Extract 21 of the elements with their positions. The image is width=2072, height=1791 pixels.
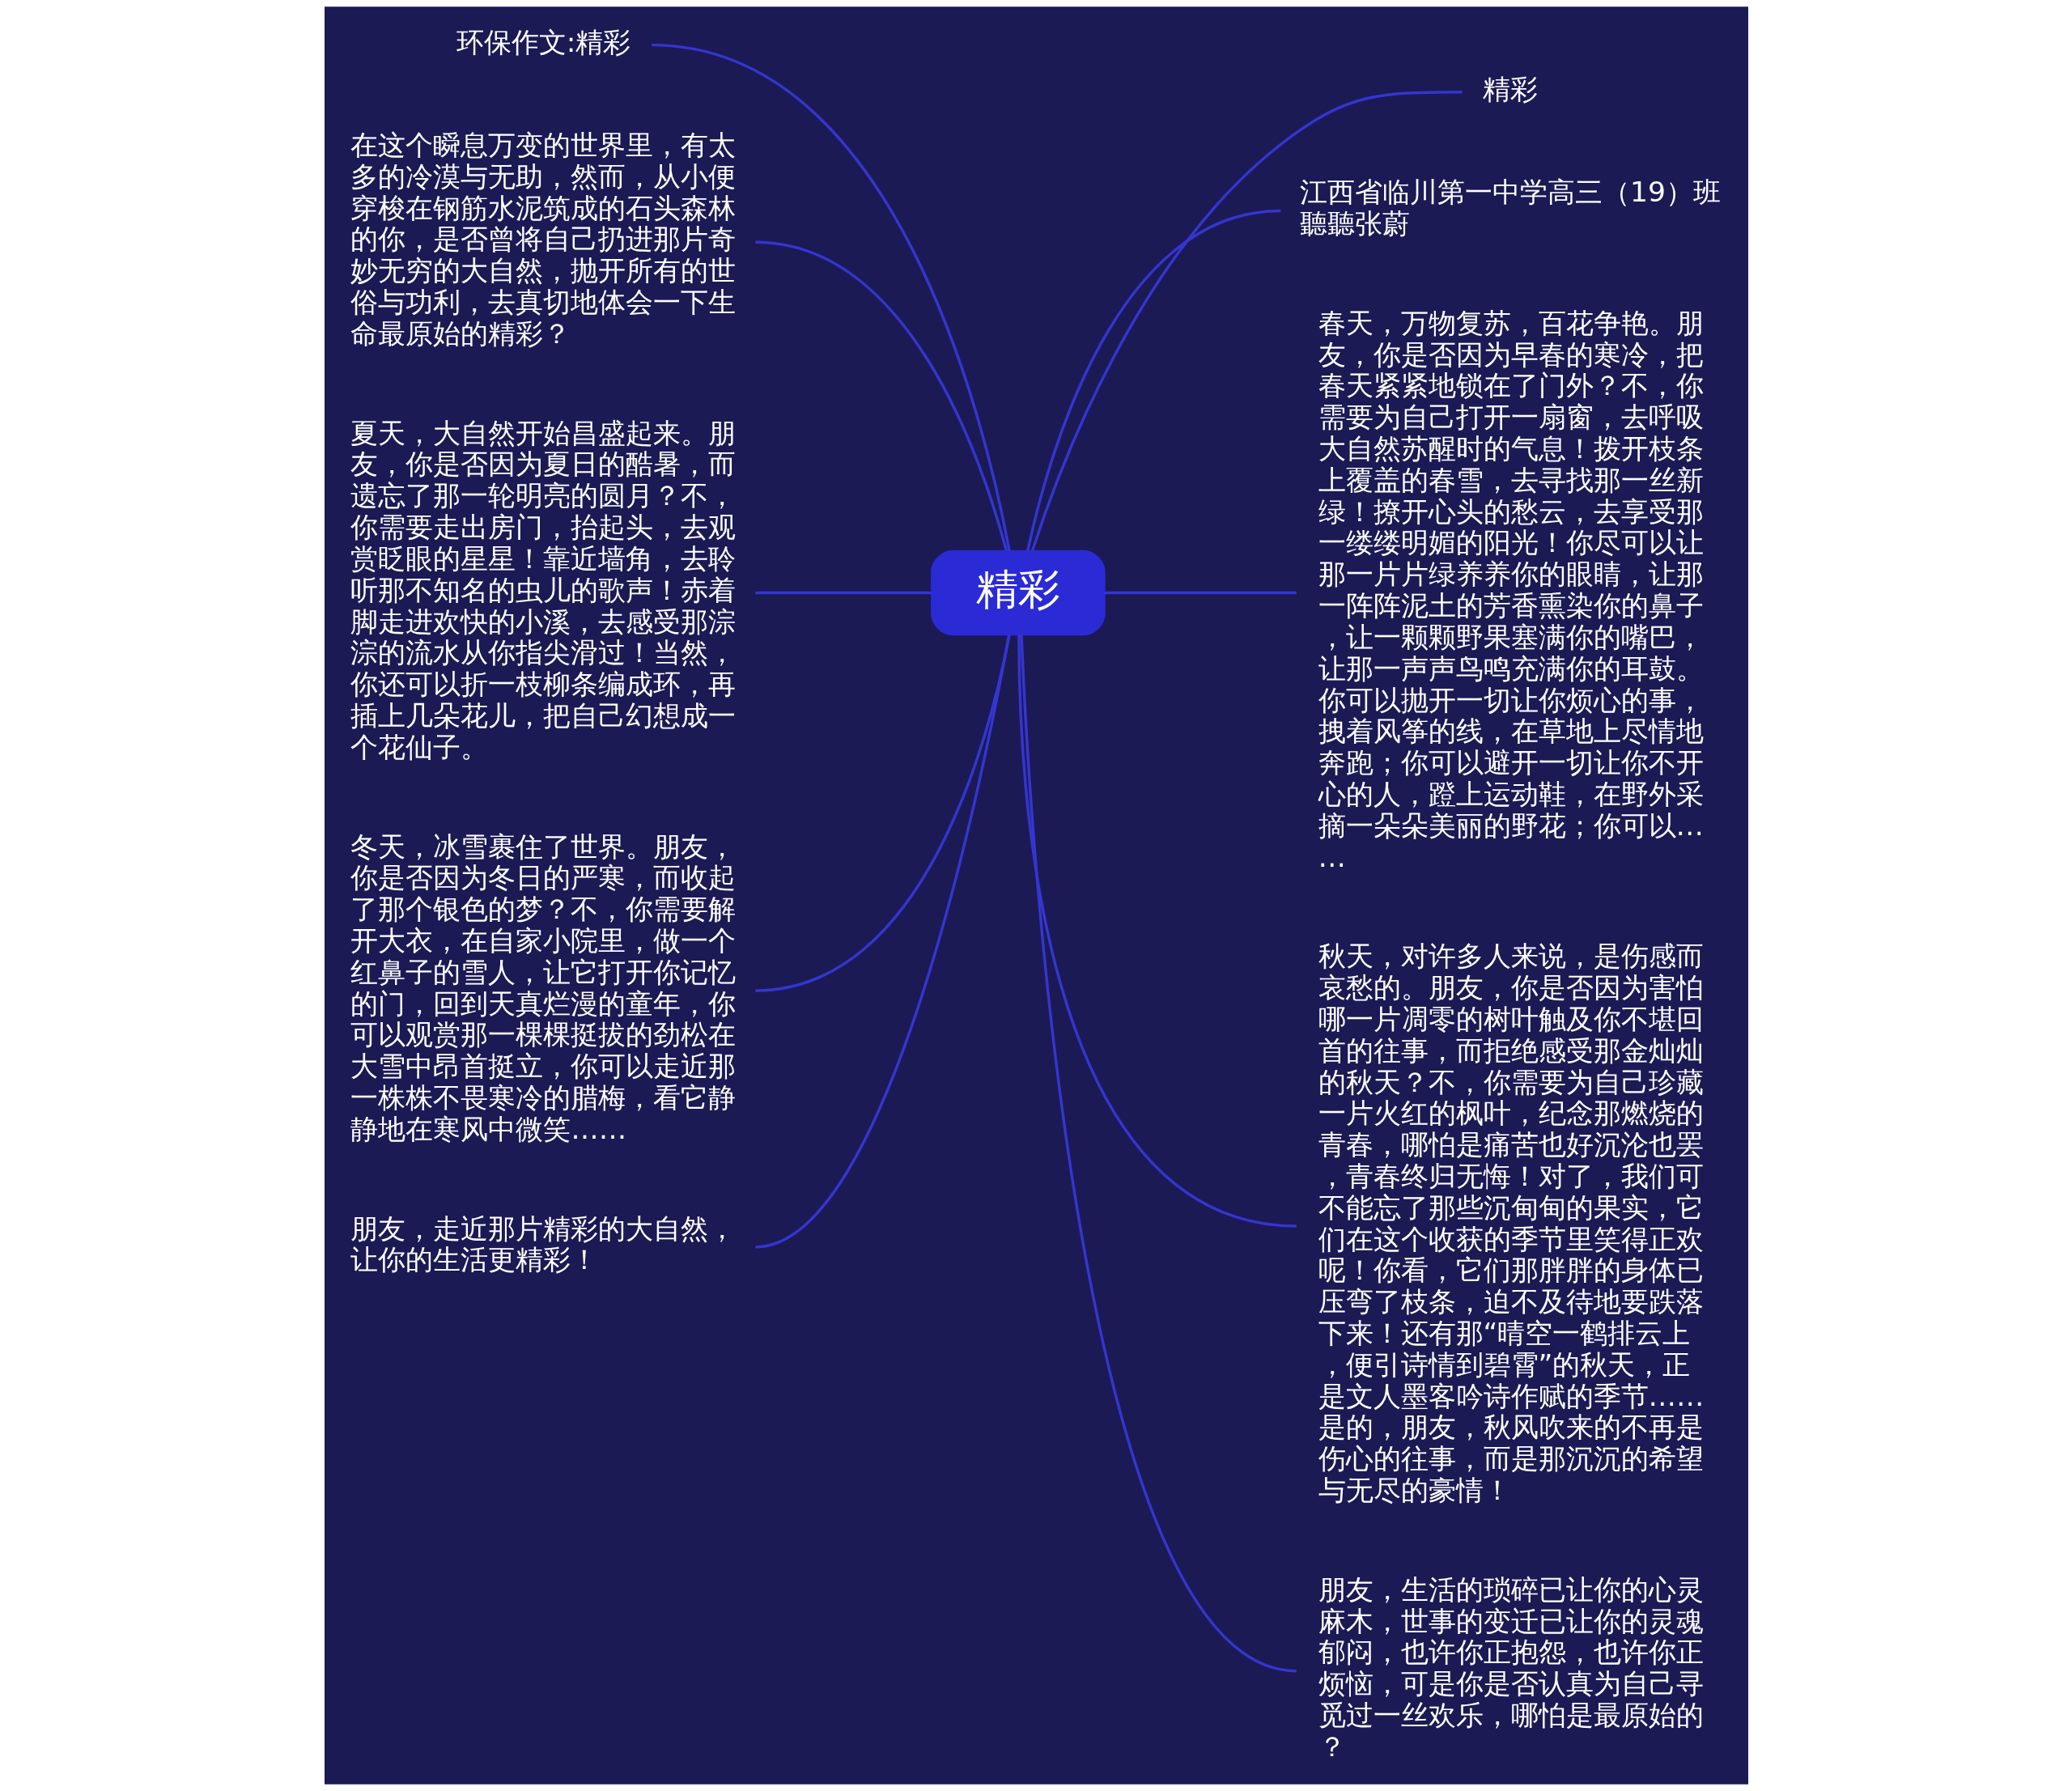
node-text: 环保作文:精彩	[456, 25, 631, 58]
connector	[651, 43, 1011, 551]
connector	[754, 591, 931, 595]
connector	[754, 634, 1010, 1249]
node-text: 秋天，对许多人来说，是伤感而哀愁的。朋友，你是否因为害怕哪一片凋零的树叶触及你不堪回首的往事，而拒绝感受那金灿灿的秋天？不，你需要为自己珍藏一片火红的枫叶，纪念那燃烧的青春，哪怕是痛苦也好沉沦也罢，青春终归无悔！对了，我们可不能忘了那些沉甸甸的果实，它们在这个收获的季节里笑得正欢呢！你看，它们那胖胖的身体已压弯了枝条，迫不及待地要跌落下来！还有那“晴空一鹤排云上，便引诗情到碧霄”的秋天，正是文人墨客吟诗作赋的季节……是的，朋友，秋风吹来的不再是伤心的往事，而是那沉沉的希望与无尽的豪情！	[1318, 940, 1705, 1506]
connector	[1025, 209, 1280, 551]
node-text: 春天，万物复苏，百花争艳。朋友，你是否因为早春的寒冷，把春天紧紧地锁在了门外？不，你需要为自己打开一扇窗，去呼吸大自然苏醒时的气息！拨开枝条上覆盖的春雪，去寻找那一丝新绿！撩开心头的愁云，去享受那一缕缕明媚的阳光！你尽可以让那一片片绿养养你的眼睛，让那一阵阵泥土的芳香熏染你的鼻子，让一颗颗野果塞满你的嘴巴，让那一声声鸟鸣充满你的耳鼓。你可以抛开一切让你烦心的事，拽着风筝的线，在草地上尽情地奔跑；你可以避开一切让你不开心的人，蹬上运动鞋，在野外采摘一朵朵美丽的野花；你可以……	[1318, 306, 1704, 873]
node-text: 冬天，冰雪裹住了世界。朋友，你是否因为冬日的严寒，而收起了那个银色的梦？不，你需要解开大衣，在自家小院里，做一个红鼻子的雪人，让它打开你记忆的门，回到天真烂漫的童年，你可以观赏那一棵棵挺拔的劲松在大雪中昂首挺立，你可以走近那一株株不畏寒冷的腊梅，看它静静地在寒风中微笑……	[350, 830, 736, 1145]
node-text: 江西省临川第一中学高三（19）班聽聽张蔚	[1299, 176, 1721, 240]
connector	[1104, 591, 1297, 595]
connector	[754, 634, 1011, 992]
connector	[1030, 91, 1462, 551]
node-text: 夏天，大自然开始昌盛起来。朋友，你是否因为夏日的酷暑，而遗忘了那一轮明亮的圆月？不，你需要走出房门，抬起头，去观赏眨眼的星星！靠近墙角，去聆听那不知名的虫儿的歌声！赤着脚走进欢快的小溪，去感受那淙淙的流水从你指尖滑过！当然，你还可以折一枝柳条编成环，再插上几朵花儿，把自己幻想成一个花仙子。	[350, 416, 736, 763]
node-box: 精彩	[930, 550, 1106, 636]
connector	[754, 240, 1008, 551]
connector	[1017, 634, 1297, 1228]
connector	[1019, 634, 1297, 1673]
node-text: 朋友，走近那片精彩的大自然，让你的生活更精彩！	[350, 1212, 736, 1276]
node-text: 精彩	[1482, 73, 1538, 106]
node-text: 在这个瞬息万变的世界里，有太多的冷漠与无助，然而，从小便穿梭在钢筋水泥筑成的石头森林的你，是否曾将自己扔进那片奇妙无穷的大自然，抛开所有的世俗与功利，去真切地体会一下生命最原始的精彩？	[350, 129, 736, 350]
node-text: 朋友，生活的琐碎已让你的心灵麻木，世事的变迁已让你的灵魂郁闷，也许你正抱怨，也许你正烦恼，可是你是否认真为自己寻觅过一丝欢乐，哪怕是最原始的？	[1318, 1572, 1704, 1763]
